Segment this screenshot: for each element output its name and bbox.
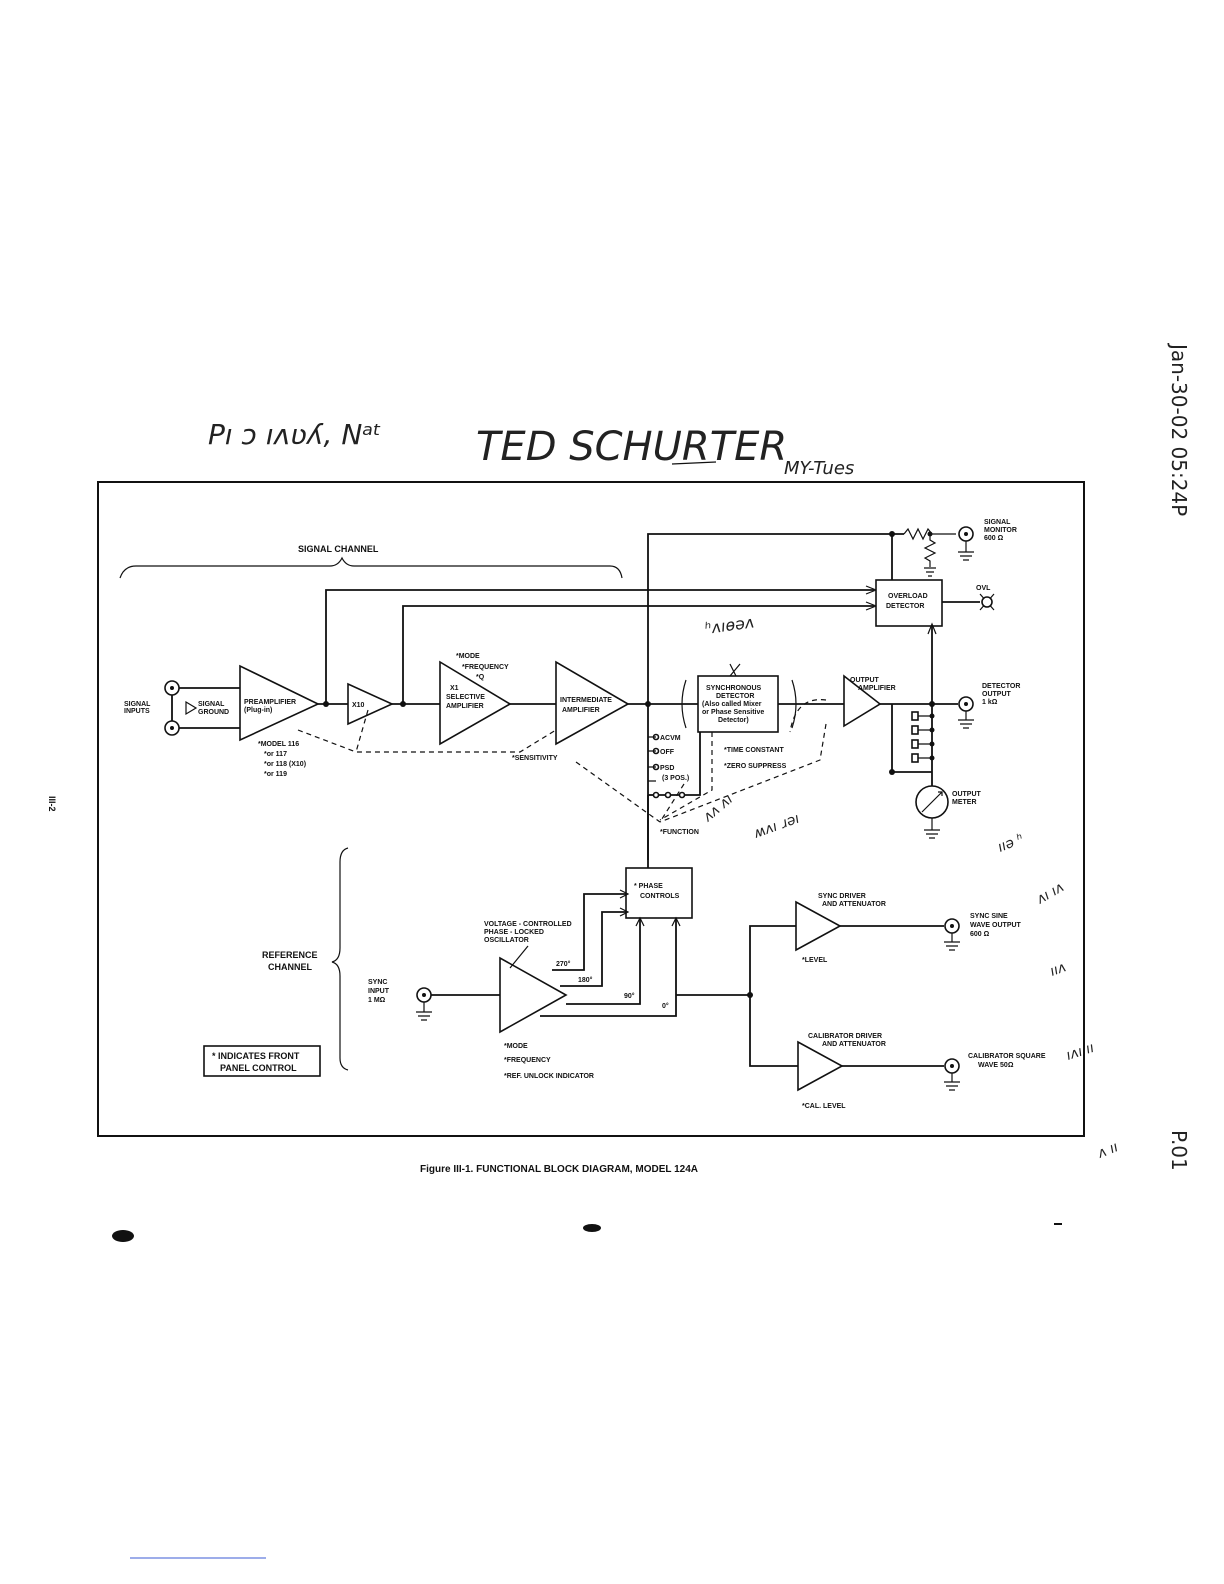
section-signal-channel: SIGNAL CHANNEL bbox=[298, 544, 379, 554]
synchronous-detector-block bbox=[697, 675, 779, 733]
calibrator-driver-block bbox=[797, 1040, 844, 1092]
selective-controls: *MODE*FREQUENCY*Q bbox=[456, 653, 509, 681]
name-underline bbox=[671, 461, 717, 465]
ovl-label: OVL bbox=[976, 585, 991, 592]
fax-blot-1 bbox=[112, 1230, 134, 1242]
intermediate-amplifier-block bbox=[555, 660, 630, 746]
acvm-label: ACVM bbox=[660, 735, 681, 742]
handwritten-right-3: ııʌ bbox=[1048, 959, 1069, 980]
function-label: *FUNCTION bbox=[660, 829, 699, 836]
page-number: III-2 bbox=[47, 796, 57, 812]
diagram-border bbox=[97, 481, 1085, 1137]
switch-psd-label: PSD bbox=[660, 765, 674, 772]
handwritten-right-2: ʌı ıʌ bbox=[1033, 879, 1067, 908]
handwritten-margin-note: ʰʌıɵəʌ bbox=[704, 612, 756, 638]
handwritten-right-1: ııə ʰ bbox=[996, 831, 1027, 856]
phase-controls-block bbox=[625, 867, 693, 919]
monitor-shunt-resistor bbox=[923, 534, 937, 567]
fax-blot-2 bbox=[583, 1224, 601, 1232]
preamplifier-block bbox=[239, 664, 320, 742]
signal-input-jack-b-pin bbox=[170, 726, 174, 730]
vco-controls: *MODE*FREQUENCY*REF. UNLOCK INDICATOR bbox=[504, 1043, 594, 1080]
figure-caption: Figure III-1. FUNCTIONAL BLOCK DIAGRAM, … bbox=[420, 1164, 698, 1175]
handwriting-sub: MY-Tues bbox=[784, 458, 854, 479]
x10-block bbox=[347, 682, 394, 726]
phase-180-label: 180° bbox=[578, 976, 593, 984]
signal-channel-brace bbox=[119, 556, 623, 579]
handwritten-right-5: ʌ ıı bbox=[1095, 1139, 1121, 1162]
x10-label: X10 bbox=[352, 702, 365, 709]
output-amplifier-block bbox=[843, 674, 882, 728]
handwritten-right-4: ıʌı ıı bbox=[1064, 1040, 1096, 1064]
time-constant-label: *TIME CONSTANT bbox=[724, 747, 784, 754]
sync-driver-block bbox=[795, 900, 842, 952]
zero-suppress-label: *ZERO SUPPRESS bbox=[724, 763, 787, 770]
phase-270-label: 270° bbox=[556, 960, 571, 968]
preamp-models: *MODEL 116*or 117*or 118 (X10)*or 119 bbox=[258, 741, 306, 778]
cal-level-label: *CAL. LEVEL bbox=[802, 1103, 846, 1110]
legend-box bbox=[203, 1045, 321, 1077]
level-label: *LEVEL bbox=[802, 957, 828, 964]
switch-off-label: OFF bbox=[660, 749, 675, 756]
sensitivity-label: *SENSITIVITY bbox=[512, 755, 558, 762]
phase-90-label: 90° bbox=[624, 992, 635, 1000]
selective-amplifier-block bbox=[439, 660, 512, 746]
switch-3pos-label: (3 POS.) bbox=[662, 775, 689, 782]
page-code: P.01 bbox=[1167, 1130, 1191, 1171]
reference-channel-brace bbox=[331, 847, 349, 1071]
handwritten-note-a: ʌʌ ʌı bbox=[700, 791, 737, 825]
signal-input-jack-a-pin bbox=[170, 686, 174, 690]
preamplifier-label: PREAMPLIFIER(Plug-in) bbox=[244, 699, 296, 714]
overload-detector-block bbox=[875, 579, 943, 627]
fax-header: Jan-30-02 05:24P bbox=[1167, 342, 1191, 516]
handwriting-name: TED SCHURTER bbox=[476, 424, 787, 470]
handwriting-top-left: Pı ↄ ıʌʋʎ, Nᵃᵗ bbox=[208, 418, 381, 451]
handwritten-note-b: ʍʌı ɹəı bbox=[751, 811, 802, 843]
phase-0-label: 0° bbox=[662, 1002, 669, 1010]
